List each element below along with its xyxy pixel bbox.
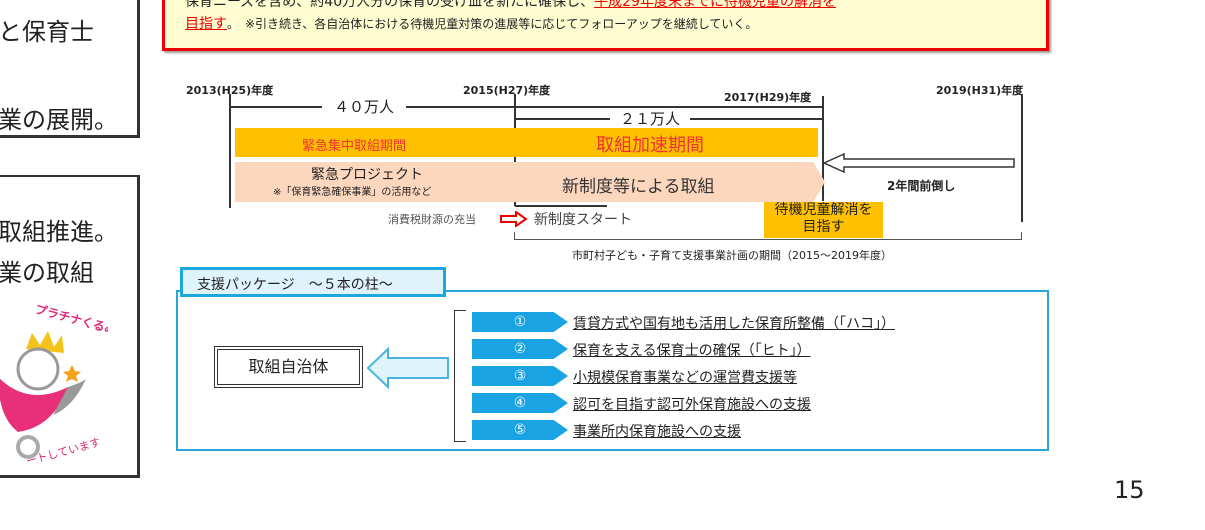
pillar-link[interactable]: 賃貸方式や国有地も活用した保育所整備（「ハコ」） <box>573 316 895 332</box>
svg-text:プラチナくるみん: プラチナくるみん <box>34 301 108 340</box>
red-arrow-icon <box>500 211 528 227</box>
notice-line2: 目指す。 ※引き続き、各自治体における待機児童対策の進展等に応じてフォローアップ… <box>185 13 757 33</box>
notice-line1: 保育ニーズを含め、約40万人分の保育の受け皿を新たに確保し、平成29年度末までに… <box>185 0 836 11</box>
project-note: ※「保育緊急確保事業」の活用など <box>273 187 432 198</box>
notice-line1-text: 保育ニーズを含め、約40万人分の保育の受け皿を新たに確保し、 <box>185 0 595 10</box>
line-2019 <box>1021 94 1023 222</box>
period2-label: 取組加速期間 <box>596 135 704 156</box>
platinum-kurumin-logo: プラチナくるみん ートしています <box>0 301 108 467</box>
pillar-link[interactable]: 保育を支える保育士の確保（「ヒト」） <box>573 343 811 359</box>
notice-line1-highlight: 平成29年度末までに待機児童の解消を <box>594 0 836 10</box>
notice-line2-highlight: 目指す <box>185 16 227 32</box>
span-40-label: ４０万人 <box>322 96 407 117</box>
line-2013 <box>229 94 231 208</box>
support-package-box <box>176 290 1049 451</box>
target-municipality-box: 取組自治体 <box>214 346 363 388</box>
start-label: 新制度スタート <box>534 212 632 228</box>
period1-label: 緊急集中取組期間 <box>302 139 407 154</box>
left-arrow-icon <box>366 347 449 389</box>
year-2013: 2013(H25)年度 <box>186 84 274 97</box>
span-21-label: ２１万人 <box>610 108 691 129</box>
pillar-number: ④ <box>472 393 568 413</box>
pillar-number: ② <box>472 339 568 359</box>
notice-line2-text: 。 ※引き続き、各自治体における待機児童対策の進展等に応じてフォローアップを継続… <box>227 17 758 31</box>
line-2017 <box>822 96 824 201</box>
left-box-2-line2: 業の取組 <box>0 259 94 287</box>
left-box-1-line1: と保育士 <box>0 18 94 46</box>
pillar-link[interactable]: 事業所内保育施設への支援 <box>573 424 741 440</box>
pillar-link[interactable]: 認可を目指す認可外保育施設への支援 <box>573 397 811 413</box>
plan-bracket <box>514 232 1022 240</box>
pillar-bracket <box>454 310 466 442</box>
year-2015: 2015(H27)年度 <box>463 84 551 97</box>
project-bar <box>235 162 825 202</box>
year-2017: 2017(H29)年度 <box>724 91 812 104</box>
arrow-40 <box>230 106 822 108</box>
period-bar <box>235 128 818 157</box>
left-box-1-line2: 業の展開。 <box>0 106 118 134</box>
left-box-2: 取組推進。 業の取組 プラチナくるみん ートしています <box>0 175 140 478</box>
pillar-number: ⑤ <box>472 420 568 440</box>
start-arrow <box>515 205 607 207</box>
goal-box: 待機児童解消を 目指す <box>764 202 883 238</box>
support-package-title: 支援パッケージ ～５本の柱～ <box>180 267 446 297</box>
plan-period-label: 市町村子ども・子育て支援事業計画の期間（2015〜2019年度） <box>572 249 892 262</box>
notice-box: 保育ニーズを含め、約40万人分の保育の受け皿を新たに確保し、平成29年度末までに… <box>162 0 1049 51</box>
page-number: 15 <box>1114 476 1145 504</box>
goal-line2: 目指す <box>802 219 845 235</box>
new-system-label: 新制度等による取組 <box>562 177 715 197</box>
pillar-number: ③ <box>472 366 568 386</box>
tax-label: 消費税財源の充当 <box>388 213 476 226</box>
left-box-2-line1: 取組推進。 <box>0 218 118 246</box>
goal-line1: 待機児童解消を <box>774 202 873 218</box>
pillar-link[interactable]: 小規模保育事業などの運営費支援等 <box>573 370 797 386</box>
pillar-number: ① <box>472 312 568 332</box>
project-title: 緊急プロジェクト <box>311 167 423 183</box>
advance-label: 2年間前倒し <box>887 179 956 193</box>
left-box-1: と保育士 業の展開。 <box>0 0 140 138</box>
year-2019: 2019(H31)年度 <box>936 84 1024 97</box>
advance-arrow <box>822 152 1015 174</box>
